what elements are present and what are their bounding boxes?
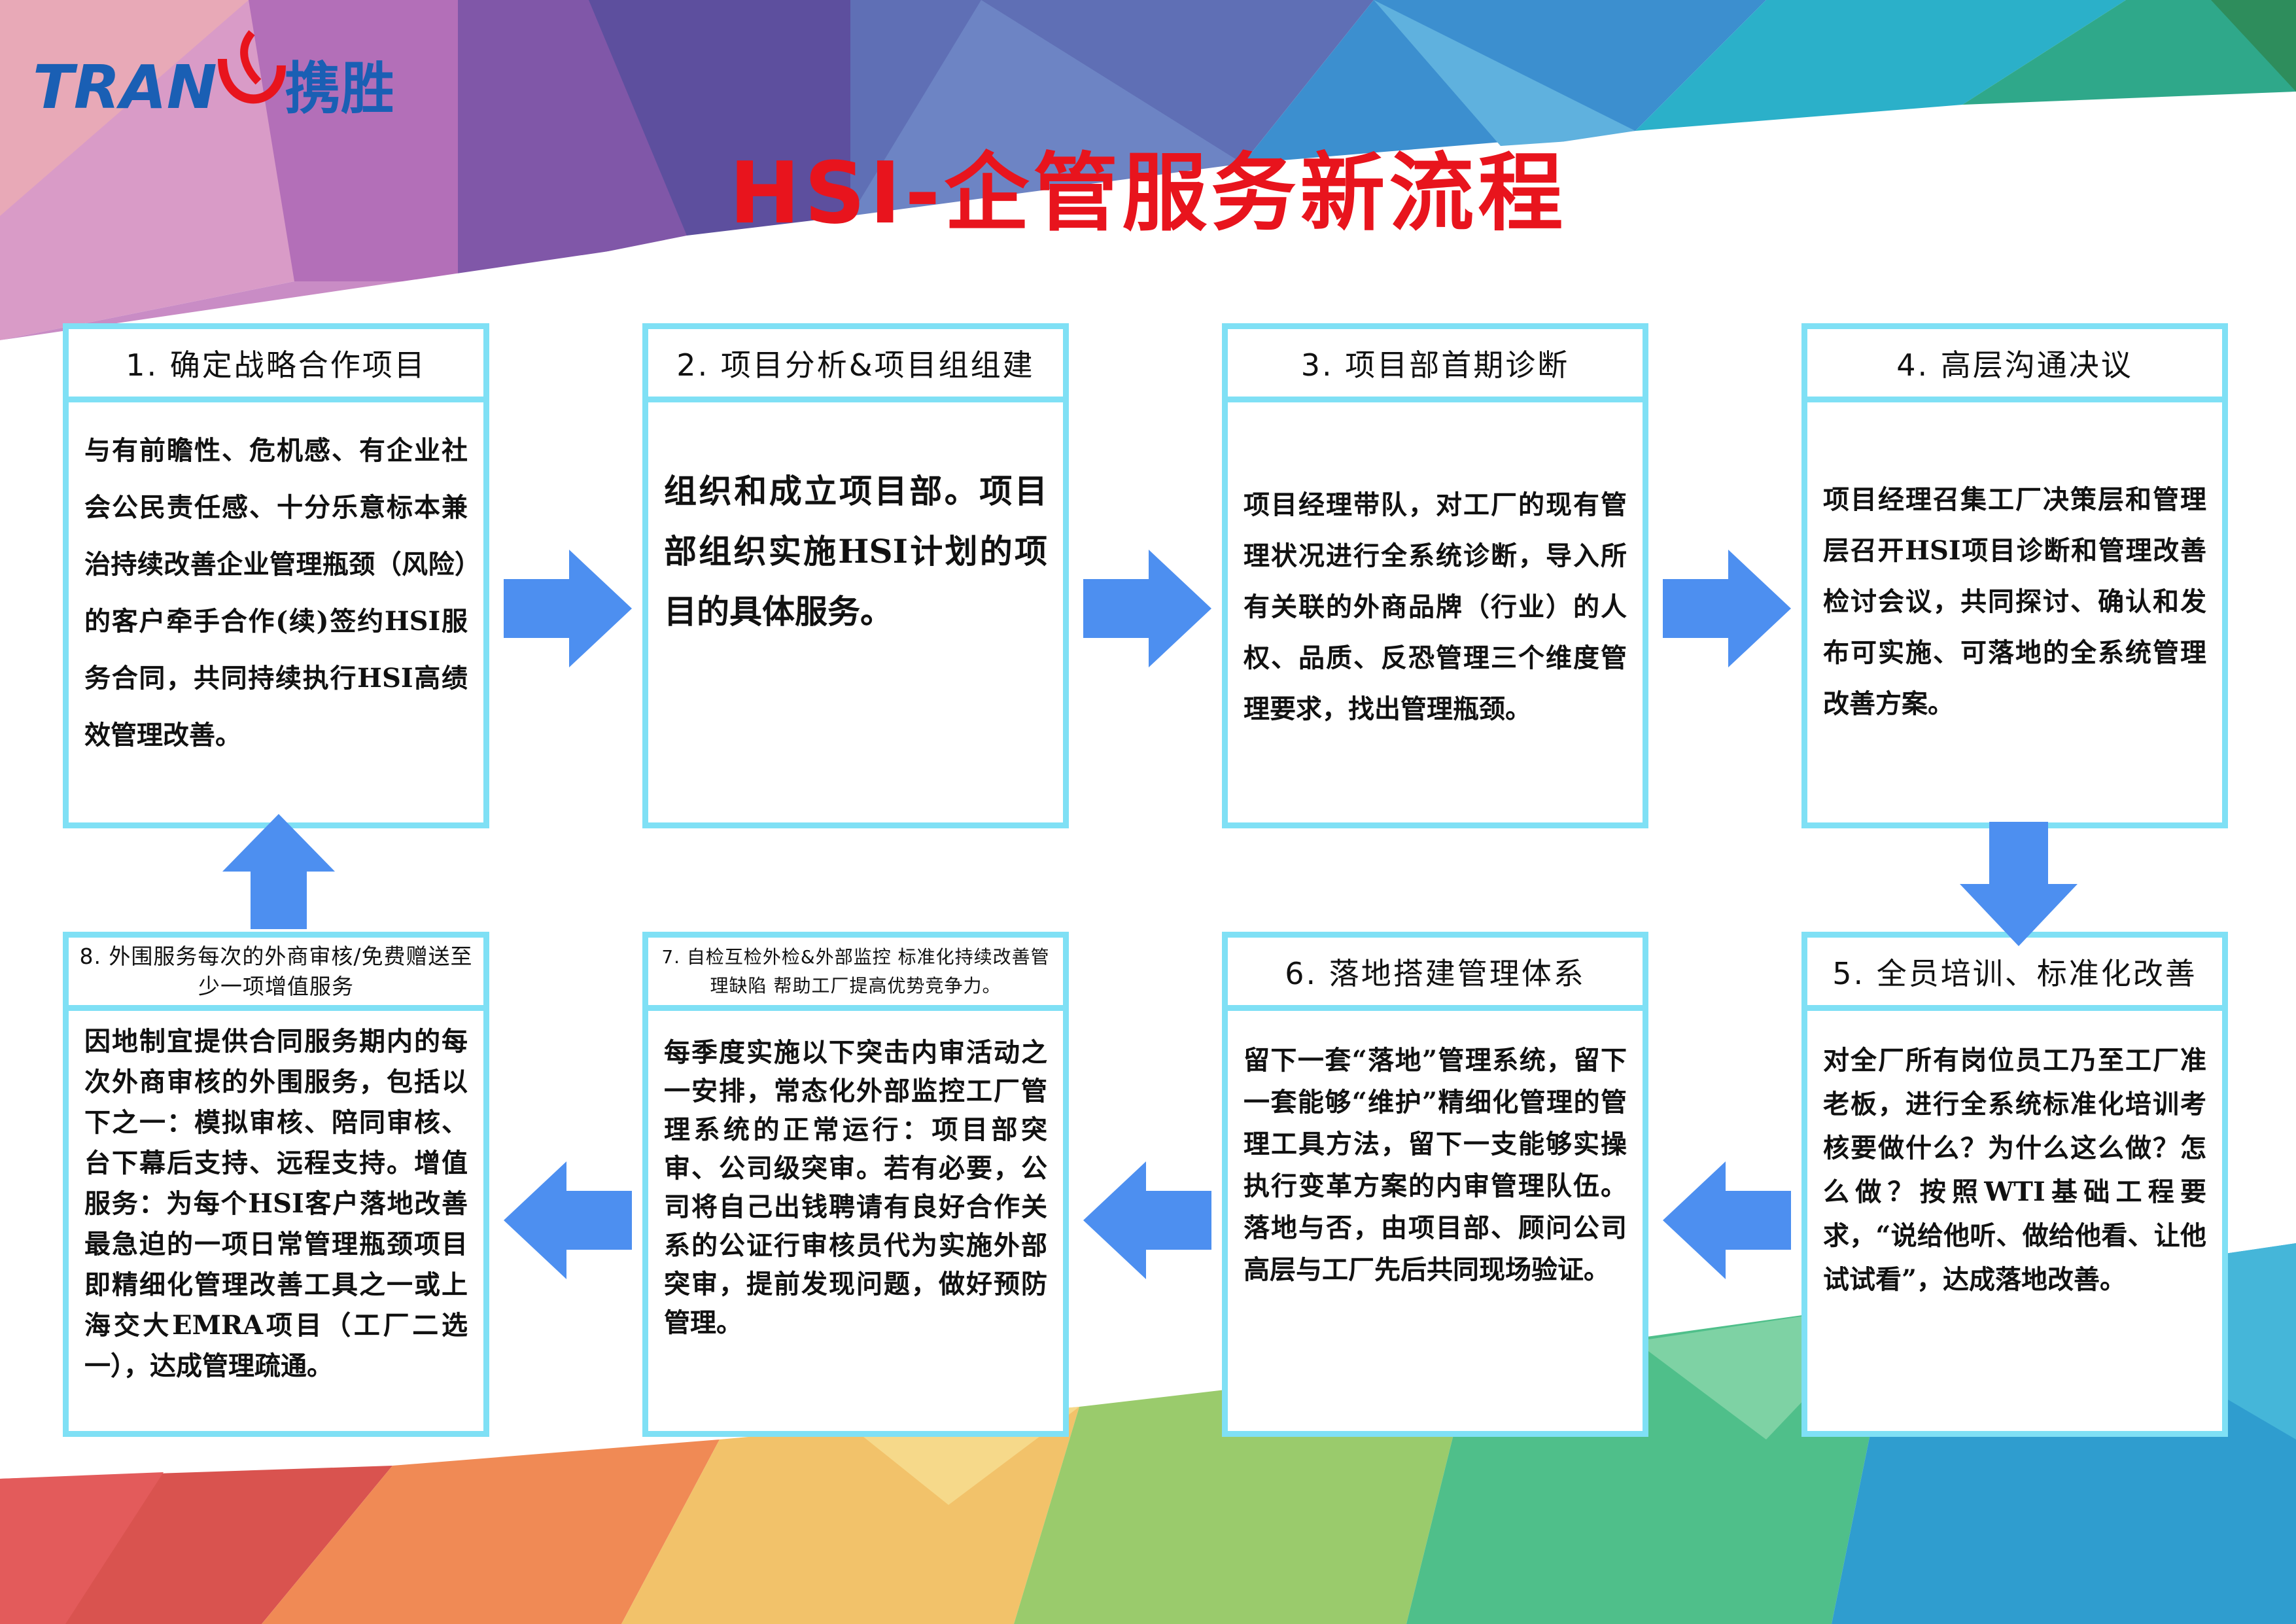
page-title: HSI-企管服务新流程 <box>729 143 1567 243</box>
step-5-header: 5. 全员培训、标准化改善 <box>1807 938 2222 1011</box>
step-7-header: 7. 自检互检外检&外部监控 标准化持续改善管理缺陷 帮助工厂提高优势竞争力。 <box>648 938 1063 1011</box>
step-8-box: 8. 外围服务每次的外商审核/免费赠送至少一项增值服务 因地制宜提供合同服务期内… <box>63 932 489 1437</box>
step-6-body: 留下一套“落地”管理系统，留下一套能够“维护”精细化管理的管理工具方法，留下一支… <box>1244 1045 1627 1285</box>
step-3-body: 项目经理带队，对工厂的现有管理状况进行全系统诊断，导入所有关联的外商品牌（行业）… <box>1244 489 1627 724</box>
step-1-body: 与有前瞻性、危机感、有企业社会公民责任感、十分乐意标本兼治持续改善企业管理瓶颈（… <box>84 435 468 750</box>
step-3-header: 3. 项目部首期诊断 <box>1228 329 1643 402</box>
arrow-right-1-2 <box>504 550 632 667</box>
step-4-header: 4. 高层沟通决议 <box>1807 329 2222 402</box>
company-logo: TRAN 携胜 <box>33 30 392 122</box>
step-7-box: 7. 自检互检外检&外部监控 标准化持续改善管理缺陷 帮助工厂提高优势竞争力。 … <box>642 932 1069 1437</box>
svg-text:携胜: 携胜 <box>285 56 392 122</box>
step-5-body: 对全厂所有岗位员工乃至工厂准老板，进行全系统标准化培训考核要做什么？为什么这么做… <box>1823 1045 2206 1295</box>
svg-text:TRAN: TRAN <box>33 52 217 122</box>
step-4-box: 4. 高层沟通决议 项目经理召集工厂决策层和管理层召开HSI项目诊断和管理改善检… <box>1801 323 2228 828</box>
step-2-body: 组织和成立项目部。项目部组织实施HSI计划的项目的具体服务。 <box>664 472 1047 631</box>
step-1-header: 1. 确定战略合作项目 <box>69 329 483 402</box>
arrow-right-3-4 <box>1663 550 1791 667</box>
step-3-box: 3. 项目部首期诊断 项目经理带队，对工厂的现有管理状况进行全系统诊断，导入所有… <box>1222 323 1648 828</box>
step-6-box: 6. 落地搭建管理体系 留下一套“落地”管理系统，留下一套能够“维护”精细化管理… <box>1222 932 1648 1437</box>
arrow-left-6-7 <box>1083 1161 1211 1279</box>
step-8-body: 因地制宜提供合同服务期内的每次外商审核的外围服务，包括以下之一：模拟审核、陪同审… <box>84 1026 468 1381</box>
step-7-body: 每季度实施以下突击内审活动之一安排，常态化外部监控工厂管理系统的正常运行：项目部… <box>664 1037 1047 1338</box>
step-1-box: 1. 确定战略合作项目 与有前瞻性、危机感、有企业社会公民责任感、十分乐意标本兼… <box>63 323 489 828</box>
step-2-header: 2. 项目分析&项目组组建 <box>648 329 1063 402</box>
arrow-down-4-5 <box>1960 822 2078 946</box>
arrow-right-2-3 <box>1083 550 1211 667</box>
step-4-body: 项目经理召集工厂决策层和管理层召开HSI项目诊断和管理改善检讨会议，共同探讨、确… <box>1823 484 2206 719</box>
arrow-up-8-1 <box>222 814 335 929</box>
step-5-box: 5. 全员培训、标准化改善 对全厂所有岗位员工乃至工厂准老板，进行全系统标准化培… <box>1801 932 2228 1437</box>
step-8-header: 8. 外围服务每次的外商审核/免费赠送至少一项增值服务 <box>69 938 483 1011</box>
arrow-left-5-6 <box>1663 1161 1791 1279</box>
step-2-box: 2. 项目分析&项目组组建 组织和成立项目部。项目部组织实施HSI计划的项目的具… <box>642 323 1069 828</box>
step-6-header: 6. 落地搭建管理体系 <box>1228 938 1643 1011</box>
arrow-left-7-8 <box>504 1161 632 1279</box>
